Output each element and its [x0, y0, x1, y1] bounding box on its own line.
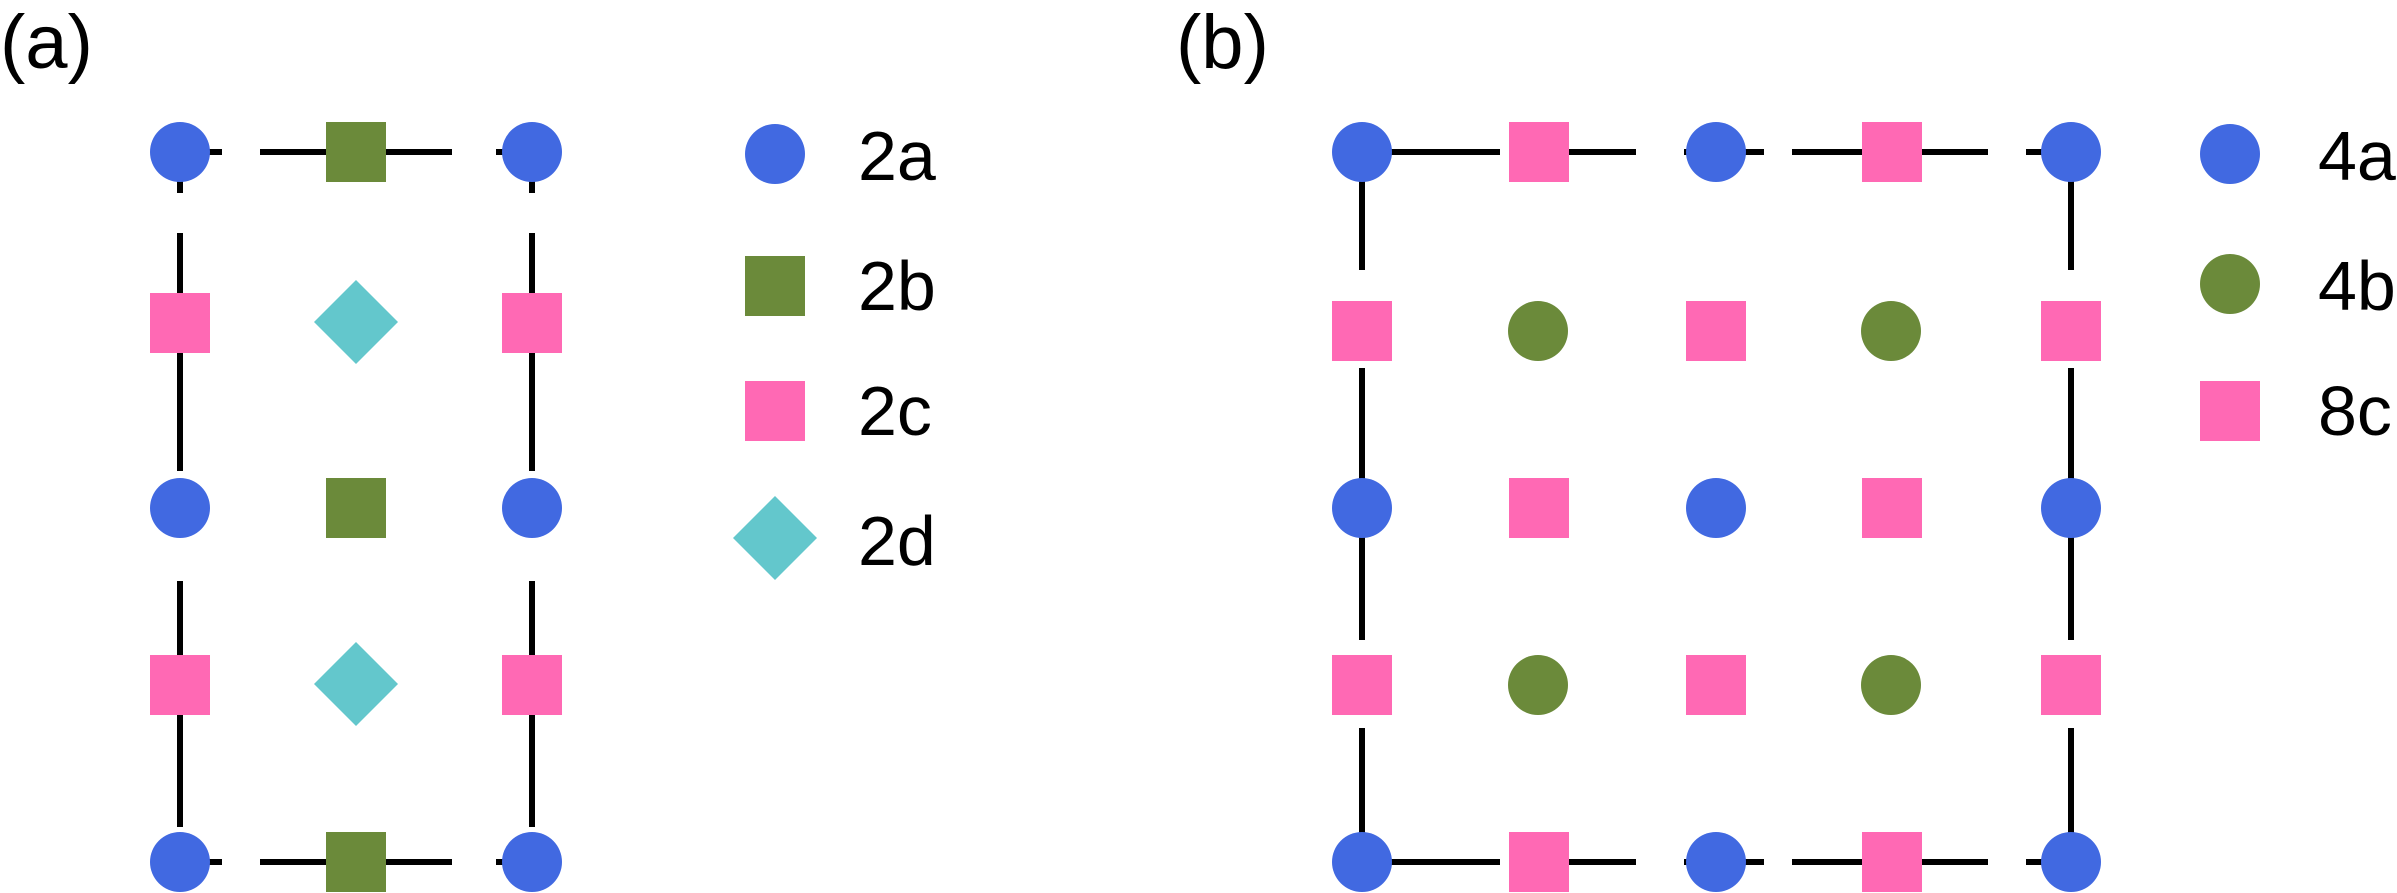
site-2a	[502, 122, 562, 182]
panel-b-sites	[1332, 122, 2101, 892]
site-4b	[1508, 655, 1568, 715]
site-4b	[1508, 301, 1568, 361]
site-4a	[2041, 832, 2101, 892]
site-8c	[1862, 832, 1922, 892]
site-2c	[150, 293, 210, 353]
site-4a	[1686, 478, 1746, 538]
site-8c	[2041, 655, 2101, 715]
site-2a	[150, 122, 210, 182]
site-8c	[1509, 832, 1569, 892]
legend-label-4a: 4a	[2318, 117, 2396, 195]
panel-b-cell-lines	[1359, 149, 2074, 865]
site-2c	[502, 293, 562, 353]
site-8c	[2041, 301, 2101, 361]
site-2b	[326, 832, 386, 892]
legend-marker-4b	[2200, 254, 2260, 314]
legend-label-2d: 2d	[858, 502, 936, 580]
site-8c	[1332, 655, 1392, 715]
site-2d	[314, 642, 398, 726]
legend-marker-8c	[2200, 381, 2260, 441]
panel-b: (b)	[1176, 0, 2396, 892]
panel-b-label: (b)	[1176, 0, 1269, 85]
legend-marker-4a	[2200, 124, 2260, 184]
legend-marker-2c	[745, 381, 805, 441]
site-2a	[502, 832, 562, 892]
site-4b	[1861, 655, 1921, 715]
legend-marker-2d	[733, 496, 817, 580]
panel-a-sites	[150, 122, 562, 892]
legend-label-2c: 2c	[858, 372, 932, 450]
site-4a	[1332, 832, 1392, 892]
site-4a	[1686, 832, 1746, 892]
site-8c	[1862, 478, 1922, 538]
site-8c	[1509, 122, 1569, 182]
panel-b-legend: 4a 4b 8c	[2200, 117, 2396, 450]
legend-label-2a: 2a	[858, 117, 936, 195]
site-2c	[502, 655, 562, 715]
panel-a-legend: 2a 2b 2c 2d	[733, 117, 936, 580]
site-8c	[1509, 478, 1569, 538]
site-2a	[150, 832, 210, 892]
site-4a	[2041, 122, 2101, 182]
legend-label-4b: 4b	[2318, 247, 2396, 325]
site-4a	[1332, 478, 1392, 538]
site-2a	[502, 478, 562, 538]
site-2c	[150, 655, 210, 715]
site-2d	[314, 280, 398, 364]
site-2b	[326, 122, 386, 182]
legend-marker-2a	[745, 124, 805, 184]
site-2a	[150, 478, 210, 538]
site-4b	[1861, 301, 1921, 361]
site-4a	[1686, 122, 1746, 182]
site-8c	[1686, 655, 1746, 715]
legend-marker-2b	[745, 256, 805, 316]
site-4a	[1332, 122, 1392, 182]
legend-label-2b: 2b	[858, 247, 936, 325]
site-4a	[2041, 478, 2101, 538]
panel-a-label: (a)	[0, 0, 93, 85]
site-8c	[1862, 122, 1922, 182]
panel-a: (a)	[0, 0, 936, 892]
site-8c	[1686, 301, 1746, 361]
site-8c	[1332, 301, 1392, 361]
legend-label-8c: 8c	[2318, 372, 2392, 450]
site-2b	[326, 478, 386, 538]
